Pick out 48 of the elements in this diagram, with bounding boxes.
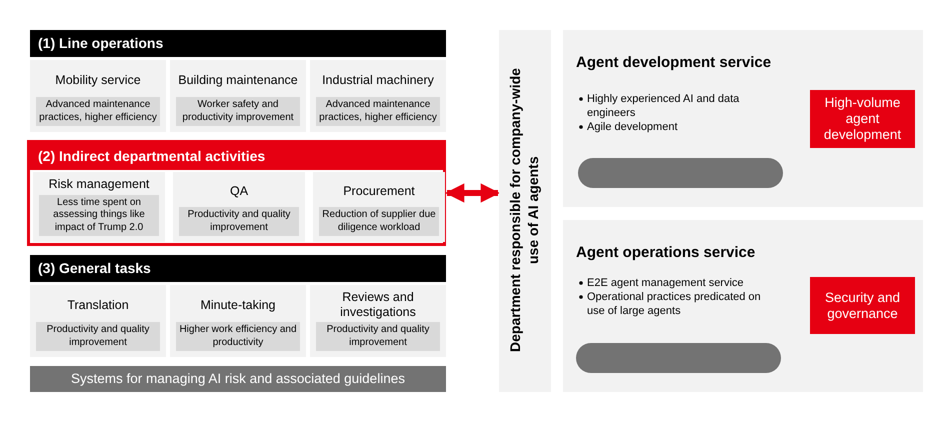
bullet-item: Agile development (587, 121, 678, 133)
bullet-item: E2E agent management service (587, 277, 744, 289)
service-title: Agent operations service (576, 244, 756, 261)
section-panel (30, 30, 446, 132)
provider-pill (576, 343, 781, 373)
benefit-box: Productivity and quality improvement (36, 322, 160, 351)
benefit-box: Advanced maintenance practices, higher efficiency (36, 97, 160, 126)
section-header: (1) Line operations (30, 30, 446, 57)
category-card (30, 60, 166, 132)
category-title: Building maintenance (178, 72, 298, 89)
feature-box: Security and governance (810, 277, 915, 334)
section-panel (30, 255, 446, 357)
benefit-box: Reduction of supplier due diligence workload (319, 207, 439, 236)
service-panel (563, 30, 923, 207)
category-card (310, 60, 446, 132)
bullet-item: Highly experienced AI and data engineers (587, 93, 740, 119)
department-label: Department responsible for company-wide use of AI agents (506, 67, 542, 354)
section-header: (3) General tasks (30, 255, 446, 282)
double-arrow (445, 183, 500, 203)
category-card (33, 172, 165, 242)
section-panel (27, 140, 446, 246)
category-title: Reviews and investigations (339, 289, 417, 321)
benefit-box: Less time spent on assessing things like impact of Trump 2.0 (39, 194, 159, 236)
category-title: Minute-taking (200, 296, 276, 314)
category-card (170, 285, 306, 357)
benefit-box: Productivity and quality improvement (316, 322, 440, 351)
feature-box: High-volume agent development (810, 90, 915, 148)
benefit-box: Worker safety and productivity improvement (176, 97, 300, 126)
benefit-box: Higher work efficiency and productivity (176, 322, 300, 351)
provider-pill (578, 158, 783, 188)
benefit-box: Productivity and quality improvement (179, 207, 299, 236)
category-title: Risk management (48, 176, 150, 194)
category-title: Industrial machinery (322, 72, 434, 89)
benefit-box: Advanced maintenance practices, higher efficiency (316, 97, 440, 126)
category-card (173, 172, 305, 242)
category-card (310, 285, 446, 357)
foundation-bar: Systems for managing AI risk and associated guidelines (30, 366, 446, 392)
category-title: QA (230, 182, 248, 200)
category-card (30, 285, 166, 357)
service-panel (563, 220, 923, 392)
category-title: Translation (67, 296, 129, 314)
category-card (170, 60, 306, 132)
category-title: Procurement (343, 182, 415, 200)
bullet-item: Operational practices predicated on use of large agents (587, 291, 761, 317)
service-title: Agent development service (576, 54, 772, 71)
department-panel (499, 30, 551, 392)
category-card (313, 172, 445, 242)
category-title: Mobility service (55, 72, 141, 89)
